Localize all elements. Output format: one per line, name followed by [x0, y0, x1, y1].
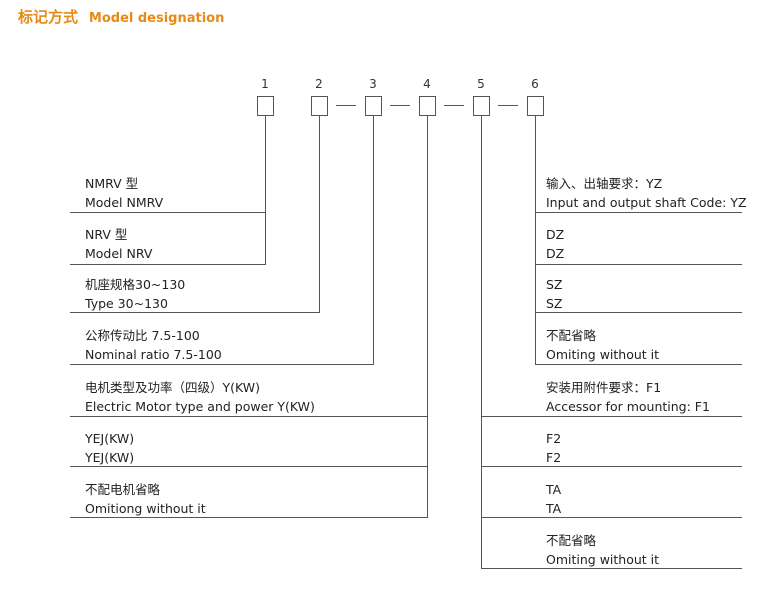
dash-connector [390, 105, 410, 106]
left-separator [70, 312, 320, 313]
right-item-en: DZ [546, 246, 565, 261]
left-item-1: NMRV 型 Model NMRV [85, 174, 163, 212]
dash-connector [336, 105, 356, 106]
left-item-en: YEJ(KW) [85, 450, 135, 465]
position-number-3: 3 [369, 77, 377, 91]
right-item-cn: F2 [546, 431, 562, 446]
left-item-en: Nominal ratio 7.5-100 [85, 347, 222, 362]
right-item-5: 安装用附件要求：F1 Accessor for mounting: F1 [546, 378, 710, 416]
left-item-en: Electric Motor type and power Y(KW) [85, 399, 315, 414]
right-item-3: SZ SZ [546, 275, 563, 313]
right-item-cn: DZ [546, 227, 565, 242]
right-item-cn: SZ [546, 277, 563, 292]
right-item-en: Omiting without it [546, 347, 660, 362]
right-separator [535, 312, 742, 313]
leader-line-6 [535, 116, 536, 365]
dash-connector [498, 105, 518, 106]
right-item-en: Accessor for mounting: F1 [546, 399, 710, 414]
left-item-cn: NMRV 型 [85, 176, 139, 191]
right-separator [535, 364, 742, 365]
left-item-en: Model NMRV [85, 195, 164, 210]
left-item-2: NRV 型 Model NRV [85, 225, 152, 263]
right-item-en: TA [546, 501, 562, 516]
right-item-1: 输入、出轴要求：YZ Input and output shaft Code: … [546, 174, 747, 212]
right-item-cn: 不配省略 [546, 533, 597, 548]
left-separator [70, 264, 266, 265]
left-separator [70, 364, 374, 365]
right-item-en: F2 [546, 450, 562, 465]
right-separator [535, 264, 742, 265]
leader-line-1 [265, 116, 266, 264]
left-item-5: 电机类型及功率（四级）Y(KW) Electric Motor type and… [85, 378, 315, 416]
right-item-cn: 安装用附件要求：F1 [546, 380, 662, 395]
position-number-6: 6 [531, 77, 539, 91]
left-separator [70, 517, 428, 518]
right-item-8: 不配省略 Omiting without it [546, 531, 659, 569]
left-item-en: Type 30~130 [85, 296, 168, 311]
right-separator [481, 416, 742, 417]
right-item-cn: 不配省略 [546, 328, 597, 343]
right-item-en: SZ [546, 296, 563, 311]
left-item-3: 机座规格30~130 Type 30~130 [85, 275, 185, 313]
leader-line-4 [427, 116, 428, 517]
right-item-cn: TA [546, 482, 562, 497]
code-box-5 [473, 96, 490, 116]
code-box-2 [311, 96, 328, 116]
left-item-cn: 机座规格30~130 [85, 277, 186, 292]
right-separator [481, 568, 742, 569]
position-number-2: 2 [315, 77, 323, 91]
leader-line-5 [481, 116, 482, 568]
left-item-6: YEJ(KW) YEJ(KW) [85, 429, 134, 467]
left-item-cn: NRV 型 [85, 227, 128, 242]
right-item-cn: 输入、出轴要求：YZ [546, 176, 663, 191]
position-number-1: 1 [261, 77, 269, 91]
right-item-en: Input and output shaft Code: YZ [546, 195, 747, 210]
code-box-6 [527, 96, 544, 116]
left-item-en: Omitiong without it [85, 501, 206, 516]
right-item-7: TA TA [546, 480, 561, 518]
left-separator [70, 466, 428, 467]
title-chinese: 标记方式 [18, 8, 79, 26]
left-item-cn: 公称传动比 7.5-100 [85, 328, 200, 343]
right-item-2: DZ DZ [546, 225, 564, 263]
right-separator [481, 517, 742, 518]
dash-connector [444, 105, 464, 106]
code-box-4 [419, 96, 436, 116]
title-english: Model designation [88, 11, 225, 26]
position-number-5: 5 [477, 77, 485, 91]
page-title: 标记方式 Model designation [18, 6, 224, 27]
left-item-7: 不配电机省略 Omitiong without it [85, 480, 206, 518]
right-separator [535, 212, 742, 213]
left-item-cn: YEJ(KW) [85, 431, 135, 446]
left-item-cn: 电机类型及功率（四级）Y(KW) [85, 380, 261, 395]
right-item-6: F2 F2 [546, 429, 561, 467]
code-box-3 [365, 96, 382, 116]
right-item-4: 不配省略 Omiting without it [546, 326, 659, 364]
right-separator [481, 466, 742, 467]
left-item-cn: 不配电机省略 [85, 482, 161, 497]
leader-line-2 [319, 116, 320, 312]
code-box-1 [257, 96, 274, 116]
left-item-4: 公称传动比 7.5-100 Nominal ratio 7.5-100 [85, 326, 222, 364]
position-number-4: 4 [423, 77, 431, 91]
leader-line-3 [373, 116, 374, 364]
left-separator [70, 212, 266, 213]
left-item-en: Model NRV [85, 246, 153, 261]
right-item-en: Omiting without it [546, 552, 660, 567]
left-separator [70, 416, 428, 417]
